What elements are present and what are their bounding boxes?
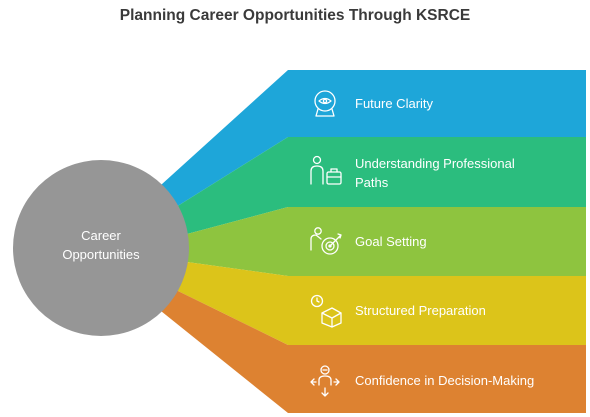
item-label-goal-setting: Goal Setting <box>355 234 427 249</box>
band-future-clarity <box>151 70 586 207</box>
item-label-structured-preparation: Structured Preparation <box>355 303 486 318</box>
item-label-understanding-professional-line1: Understanding Professional <box>355 156 515 171</box>
diagram-title: Planning Career Opportunities Through KS… <box>119 7 471 24</box>
hub-label-line1: Career <box>81 228 121 243</box>
hub-label-line2: Opportunities <box>62 247 140 262</box>
item-label-future-clarity: Future Clarity <box>355 96 434 111</box>
person-briefcase-icon <box>310 155 342 185</box>
item-label-confidence-decision-making: Confidence in Decision-Making <box>355 373 534 388</box>
band-understanding-professional-paths <box>176 137 586 234</box>
target-achiever-icon <box>310 227 342 255</box>
band-confidence-decision-making <box>151 290 586 413</box>
item-label-understanding-professional-line2: Paths <box>355 175 389 190</box>
webcam-eye-icon <box>314 90 336 117</box>
band-structured-preparation <box>176 262 586 345</box>
clock-box-icon <box>310 294 342 328</box>
hub-circle <box>13 160 189 336</box>
decision-arrows-icon <box>310 365 340 397</box>
band-goal-setting <box>187 207 586 276</box>
